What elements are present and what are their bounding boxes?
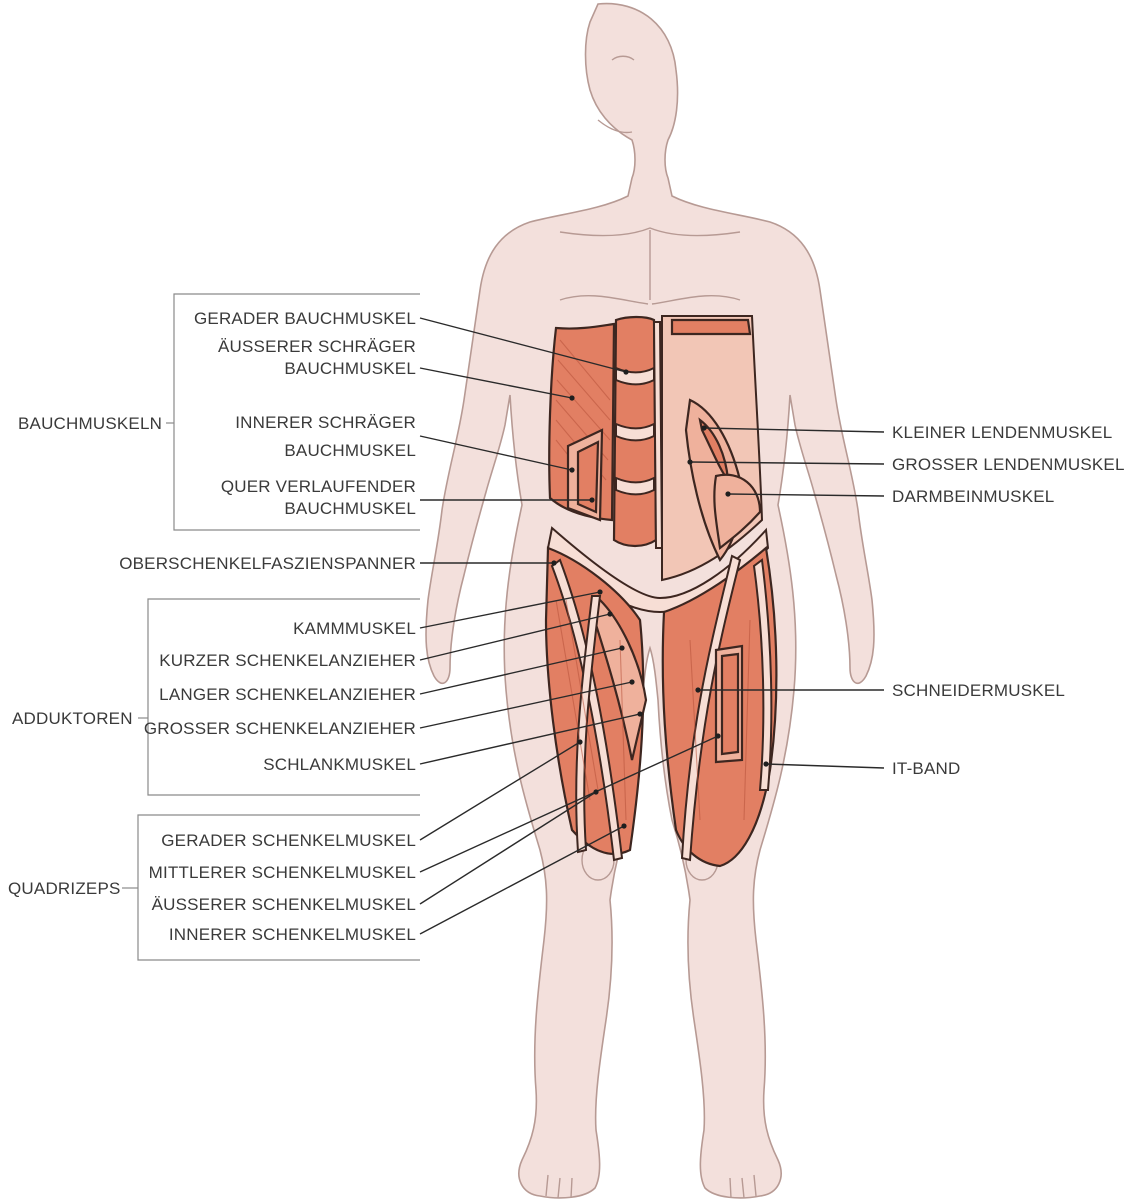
group-title-bauchmuskeln: BAUCHMUSKELN	[18, 414, 162, 433]
left-labels: GERADER BAUCHMUSKEL ÄUSSERER SCHRÄGER BA…	[119, 309, 416, 944]
label-aeusserer-schraeger-2: BAUCHMUSKEL	[284, 359, 416, 378]
label-mittlerer-schenkelmuskel: MITTLERER SCHENKELMUSKEL	[149, 863, 416, 882]
label-aeusserer-schraeger-1: ÄUSSERER SCHRÄGER	[218, 337, 416, 356]
label-innerer-schraeger-2: BAUCHMUSKEL	[284, 441, 416, 460]
label-schlankmuskel: SCHLANKMUSKEL	[263, 755, 416, 774]
label-kleiner-lendenmuskel: KLEINER LENDENMUSKEL	[892, 423, 1112, 442]
label-langer-schenkelanzieher: LANGER SCHENKELANZIEHER	[159, 685, 416, 704]
label-gerader-bauchmuskel: GERADER BAUCHMUSKEL	[194, 309, 416, 328]
label-kammmuskel: KAMMMUSKEL	[293, 619, 416, 638]
label-quer-verlaufender-2: BAUCHMUSKEL	[284, 499, 416, 518]
label-grosser-lendenmuskel: GROSSER LENDENMUSKEL	[892, 455, 1125, 474]
label-gerader-schenkelmuskel: GERADER SCHENKELMUSKEL	[161, 831, 416, 850]
label-grosser-schenkelanzieher: GROSSER SCHENKELANZIEHER	[144, 719, 416, 738]
label-innerer-schraeger-1: INNERER SCHRÄGER	[235, 413, 416, 432]
label-it-band: IT-BAND	[892, 759, 960, 778]
label-kurzer-schenkelanzieher: KURZER SCHENKELANZIEHER	[159, 651, 416, 670]
label-schneidermuskel: SCHNEIDERMUSKEL	[892, 681, 1065, 700]
label-aeusserer-schenkelmuskel: ÄUSSERER SCHENKELMUSKEL	[152, 895, 416, 914]
label-darmbeinmuskel: DARMBEINMUSKEL	[892, 487, 1054, 506]
group-title-quadrizeps: QUADRIZEPS	[8, 879, 121, 898]
label-oberschenkelfaszienspanner: OBERSCHENKELFASZIENSPANNER	[119, 554, 416, 573]
right-labels: KLEINER LENDENMUSKEL GROSSER LENDENMUSKE…	[892, 423, 1125, 778]
label-quer-verlaufender-1: QUER VERLAUFENDER	[221, 477, 416, 496]
group-title-adduktoren: ADDUKTOREN	[12, 709, 133, 728]
label-innerer-schenkelmuskel: INNERER SCHENKELMUSKEL	[169, 925, 416, 944]
